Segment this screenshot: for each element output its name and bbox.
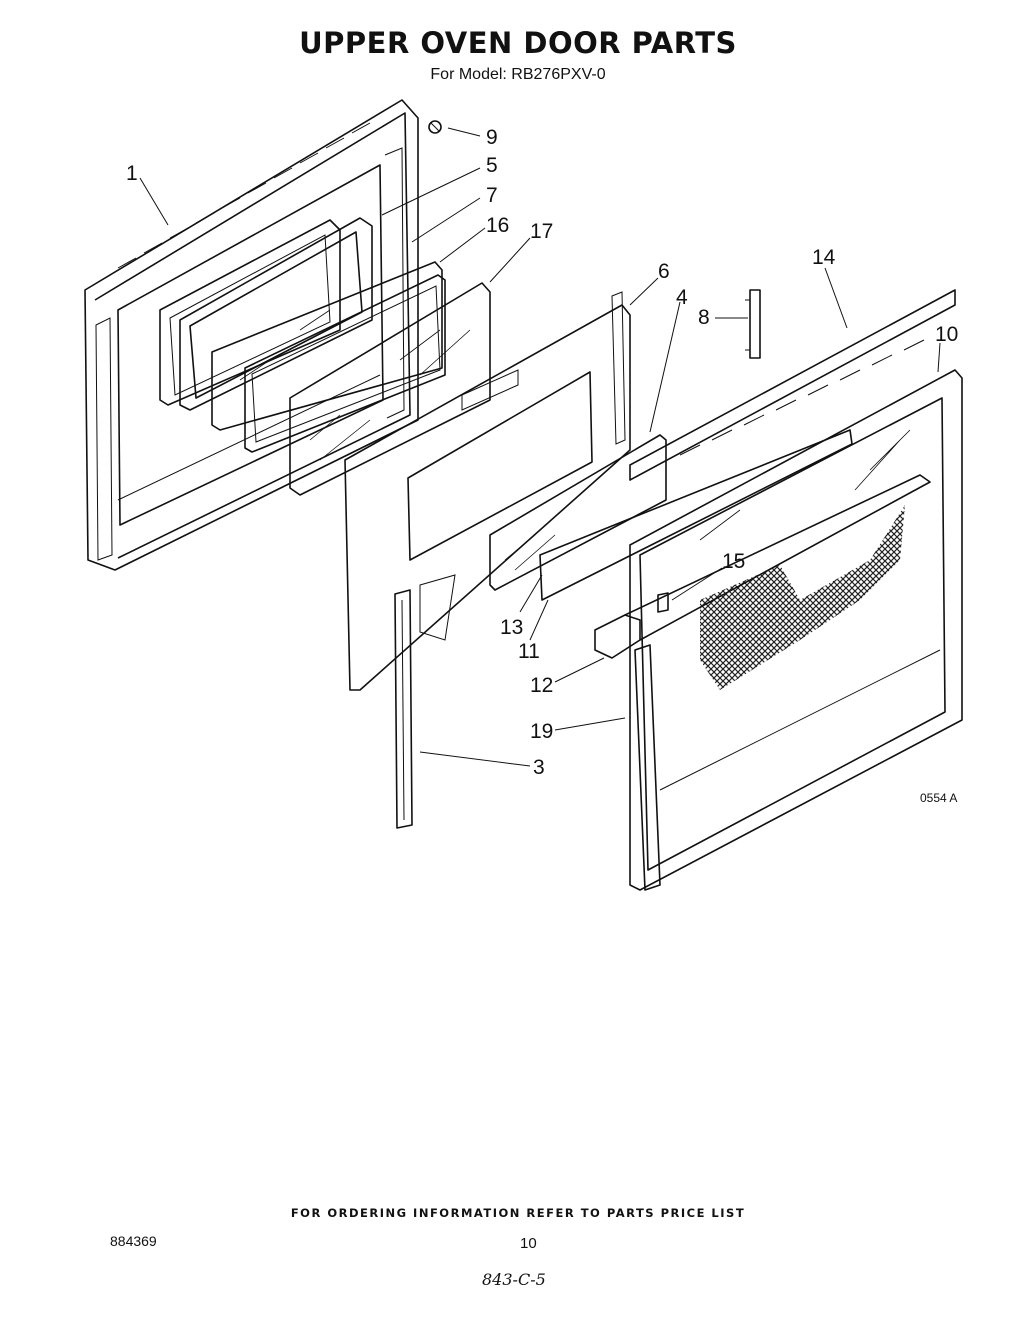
part-7-glass-pack <box>179 217 373 411</box>
part-9-screw <box>428 120 442 134</box>
callout-1: 1 <box>126 162 138 185</box>
model-subtitle: For Model: RB276PXV-0 <box>430 66 606 83</box>
leader-lines <box>139 127 941 767</box>
callout-labels: 1 5 7 9 16 17 6 4 8 14 10 15 13 11 12 19… <box>126 126 958 805</box>
document-number: 884369 <box>110 1233 157 1249</box>
callout-16: 16 <box>486 214 509 237</box>
callout-13: 13 <box>500 616 523 639</box>
page-title: UPPER OVEN DOOR PARTS <box>299 26 737 60</box>
callout-5: 5 <box>486 154 498 177</box>
part-16-frame-inner <box>244 274 446 453</box>
callout-19: 19 <box>530 720 553 743</box>
callout-11: 11 <box>518 640 540 663</box>
ordering-note: FOR ORDERING INFORMATION REFER TO PARTS … <box>290 1206 746 1220</box>
part-10-outer-glass <box>629 369 963 891</box>
callout-17: 17 <box>530 220 553 243</box>
part-17-glass <box>289 282 491 496</box>
part-19-frame-base <box>634 644 661 891</box>
part-5-inner-glass-frame <box>159 219 341 406</box>
callout-3: 3 <box>533 756 545 779</box>
callout-9: 9 <box>486 126 498 149</box>
part-15-screw <box>657 592 669 613</box>
part-4-bracket <box>629 289 956 481</box>
callout-8: 8 <box>698 306 710 329</box>
callout-10: 10 <box>935 323 958 346</box>
callout-15: 15 <box>722 550 745 573</box>
part-6-door-panel <box>344 291 631 691</box>
callout-12: 12 <box>530 674 553 697</box>
part-13-glass <box>489 434 667 591</box>
figure-code: 0554 A <box>920 791 957 805</box>
part-3-side-strip <box>394 589 413 829</box>
handwritten-note: 843-C-5 <box>482 1270 546 1289</box>
callout-7: 7 <box>486 184 498 207</box>
part-8-clip <box>745 289 761 359</box>
callout-6: 6 <box>658 260 670 283</box>
page-number: 10 <box>520 1235 537 1252</box>
callout-4: 4 <box>676 286 688 309</box>
callout-14: 14 <box>812 246 836 269</box>
part-11-trim <box>539 429 853 601</box>
part-12-handle-bracket <box>594 474 931 659</box>
